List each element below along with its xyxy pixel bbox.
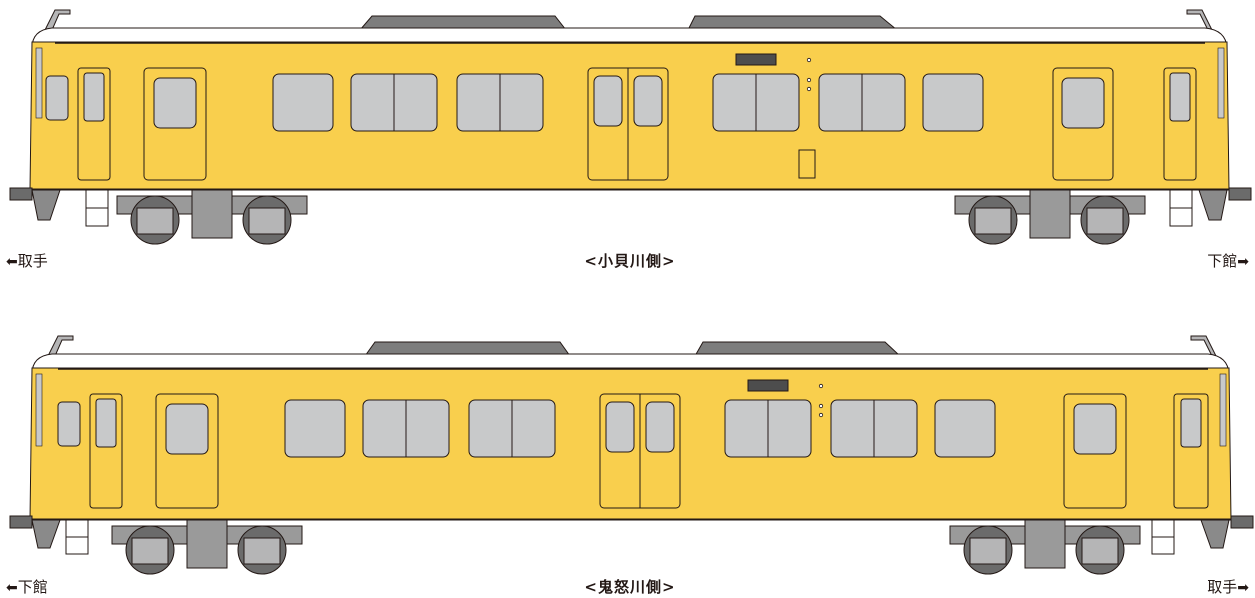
left-destination: 下館 <box>17 578 48 596</box>
left-end-label: ⬅取手 <box>6 250 48 271</box>
doors <box>89 393 1209 509</box>
bogie <box>954 189 1146 245</box>
indicator-lamps <box>818 383 824 418</box>
underframe <box>9 515 1254 555</box>
windows <box>57 399 996 458</box>
right-destination: 下館 <box>1207 252 1238 270</box>
left-arrow-icon: ⬅ <box>6 254 18 270</box>
railcar-side-kinugawa <box>9 335 1254 575</box>
right-destination: 取手 <box>1207 578 1238 596</box>
service-hatch <box>798 149 816 179</box>
left-arrow-icon: ⬅ <box>6 580 18 596</box>
right-arrow-icon: ➡ <box>1237 254 1249 270</box>
railcar-side-koikawa <box>9 9 1252 245</box>
doors <box>77 67 1197 181</box>
left-destination: 取手 <box>17 252 48 270</box>
car-body <box>29 41 1230 191</box>
right-end-label: 下館➡ <box>1207 250 1249 271</box>
underframe <box>9 187 1252 227</box>
car-body-outline <box>29 9 1230 191</box>
bogie <box>111 519 303 575</box>
destination-sign <box>747 379 789 392</box>
right-arrow-icon: ➡ <box>1237 580 1249 596</box>
horn-icon <box>47 335 74 357</box>
bogie <box>116 189 308 245</box>
right-end-label: 取手➡ <box>1207 576 1249 597</box>
side-label: <鬼怒川側> <box>584 578 676 596</box>
side-label: <小貝川側> <box>584 252 676 270</box>
indicator-lamps <box>806 57 812 92</box>
left-end-label: ⬅下館 <box>6 576 48 597</box>
destination-sign <box>735 53 777 66</box>
horn-icon <box>44 9 71 31</box>
windows <box>45 73 984 132</box>
horn-icon <box>1186 9 1213 31</box>
bogie <box>949 519 1141 575</box>
horn-icon <box>1190 335 1217 357</box>
